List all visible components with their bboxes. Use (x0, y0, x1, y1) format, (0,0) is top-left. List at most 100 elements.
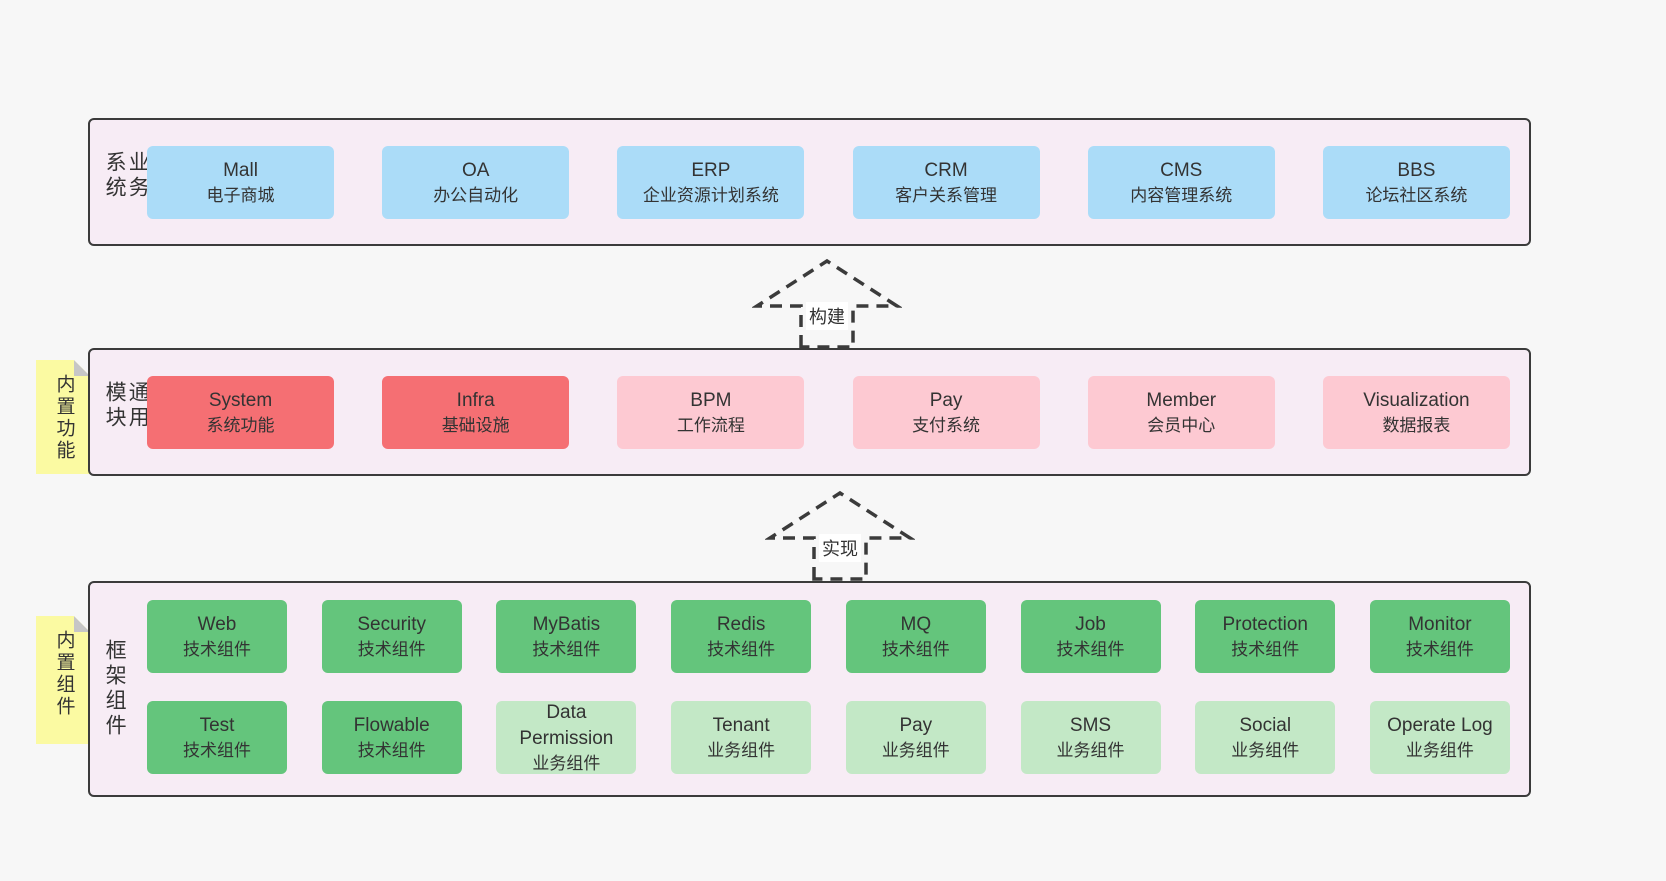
module-name: Redis (716, 613, 766, 635)
module-name: Pay (899, 714, 933, 736)
module-desc: 技术组件 (183, 740, 251, 760)
common-modules-row: System 系统功能 Infra 基础设施 BPM 工作流程 Pay 支付系统 Member 会… (147, 376, 1510, 449)
module-desc: 论坛社区系统 (1365, 185, 1468, 205)
module-name: MQ (900, 613, 932, 635)
module-box-monitor: Monitor 技术组件 (1369, 600, 1510, 673)
module-box-data-permission: Data Permission 业务组件 (496, 701, 637, 774)
module-desc: 企业资源计划系统 (642, 185, 779, 205)
module-box-pay: Pay 支付系统 (852, 376, 1040, 449)
module-desc: 支付系统 (912, 415, 981, 435)
module-name: ERP (691, 159, 731, 181)
sticky-tab-builtin-components-label: 内置组件 (53, 630, 75, 718)
module-name: System (208, 389, 273, 411)
module-box-test: Test 技术组件 (147, 701, 287, 774)
module-desc: 会员中心 (1147, 415, 1216, 435)
sticky-tab-builtin-components: 内置组件 (36, 616, 90, 744)
module-box-operate-log: Operate Log 业务组件 (1369, 701, 1510, 774)
module-box-oa: OA 办公自动化 (382, 146, 570, 219)
module-desc: 客户关系管理 (895, 185, 998, 205)
panel-common-modules: 通用模块 System 系统功能 Infra 基础设施 BPM 工作流程 Pay 支付系统 Me… (88, 348, 1531, 476)
module-desc: 业务组件 (1405, 740, 1474, 760)
module-name: Tenant (712, 714, 770, 736)
module-box-system: System 系统功能 (147, 376, 334, 449)
module-desc: 技术组件 (1405, 639, 1474, 659)
sticky-tab-builtin-features-label: 内置功能 (53, 374, 75, 462)
module-box-erp: ERP 企业资源计划系统 (617, 146, 805, 219)
business-systems-row: Mall 电子商城 OA 办公自动化 ERP 企业资源计划系统 CRM 客户关系管理 CMS 内容… (147, 146, 1510, 219)
module-desc: 技术组件 (707, 639, 776, 659)
module-desc: 业务组件 (1231, 740, 1300, 760)
panel-business-systems: 业务系统 Mall 电子商城 OA 办公自动化 ERP 企业资源计划系统 CRM 客户关系管理… (88, 118, 1531, 246)
module-desc: 技术组件 (1231, 639, 1300, 659)
module-name: Flowable (353, 714, 430, 736)
module-desc: 技术组件 (357, 639, 426, 659)
arrow-build-label: 构建 (806, 302, 848, 330)
panel-business-systems-label: 业务系统 (103, 151, 150, 201)
module-name: Infra (456, 389, 495, 411)
module-name: CRM (924, 159, 968, 181)
up-arrow-icon (752, 258, 902, 349)
module-box-mall: Mall 电子商城 (147, 146, 334, 219)
module-desc: 业务组件 (707, 740, 776, 760)
module-desc: 技术组件 (881, 639, 950, 659)
module-name: Security (357, 613, 427, 635)
module-box-flowable: Flowable 技术组件 (321, 701, 462, 774)
module-desc: 技术组件 (357, 740, 426, 760)
module-box-cms: CMS 内容管理系统 (1087, 146, 1275, 219)
module-desc: 技术组件 (183, 639, 251, 659)
module-box-infra: Infra 基础设施 (382, 376, 570, 449)
module-name: MyBatis (532, 613, 601, 635)
arrow-build: 构建 (752, 258, 902, 350)
module-desc: 系统功能 (206, 415, 275, 435)
module-desc: 技术组件 (532, 639, 601, 659)
module-box-sms: SMS 业务组件 (1020, 701, 1161, 774)
module-box-pay: Pay 业务组件 (845, 701, 986, 774)
panel-framework-components-label: 框架组件 (103, 639, 127, 739)
arrow-implement-label: 实现 (819, 534, 861, 562)
module-box-crm: CRM 客户关系管理 (852, 146, 1040, 219)
module-desc: 内容管理系统 (1130, 185, 1233, 205)
module-desc: 基础设施 (441, 415, 510, 435)
module-box-redis: Redis 技术组件 (671, 600, 812, 673)
module-box-mybatis: MyBatis 技术组件 (496, 600, 637, 673)
module-desc: 业务组件 (1056, 740, 1125, 760)
module-name: Social (1239, 714, 1292, 736)
module-desc: 数据报表 (1382, 415, 1451, 435)
module-name: OA (461, 159, 490, 181)
panel-common-modules-label: 通用模块 (103, 381, 150, 431)
module-name: CMS (1160, 159, 1203, 181)
module-desc: 办公自动化 (433, 185, 519, 205)
module-desc: 工作流程 (676, 415, 745, 435)
module-desc: 电子商城 (206, 185, 275, 205)
module-name: BBS (1397, 159, 1436, 181)
module-name: Data Permission (519, 701, 614, 749)
sticky-tab-builtin-features: 内置功能 (36, 360, 90, 474)
up-arrow-icon (765, 490, 915, 581)
module-name: BPM (690, 389, 732, 411)
module-name: Visualization (1363, 389, 1470, 411)
module-box-social: Social 业务组件 (1195, 701, 1336, 774)
module-name: Operate Log (1387, 714, 1493, 736)
module-box-web: Web 技术组件 (147, 600, 287, 673)
module-box-bpm: BPM 工作流程 (617, 376, 805, 449)
module-name: Member (1146, 389, 1217, 411)
module-name: SMS (1069, 714, 1112, 736)
module-box-bbs: BBS 论坛社区系统 (1322, 146, 1510, 219)
arrow-implement: 实现 (765, 490, 915, 582)
module-name: Mall (223, 159, 258, 181)
module-name: Test (199, 714, 235, 736)
module-box-security: Security 技术组件 (321, 600, 462, 673)
module-desc: 业务组件 (881, 740, 950, 760)
module-name: Web (197, 613, 237, 635)
module-name: Pay (929, 389, 963, 411)
module-box-mq: MQ 技术组件 (845, 600, 986, 673)
module-name: Monitor (1408, 613, 1472, 635)
module-desc: 业务组件 (532, 754, 601, 773)
module-box-tenant: Tenant 业务组件 (671, 701, 812, 774)
module-box-visualization: Visualization 数据报表 (1322, 376, 1510, 449)
